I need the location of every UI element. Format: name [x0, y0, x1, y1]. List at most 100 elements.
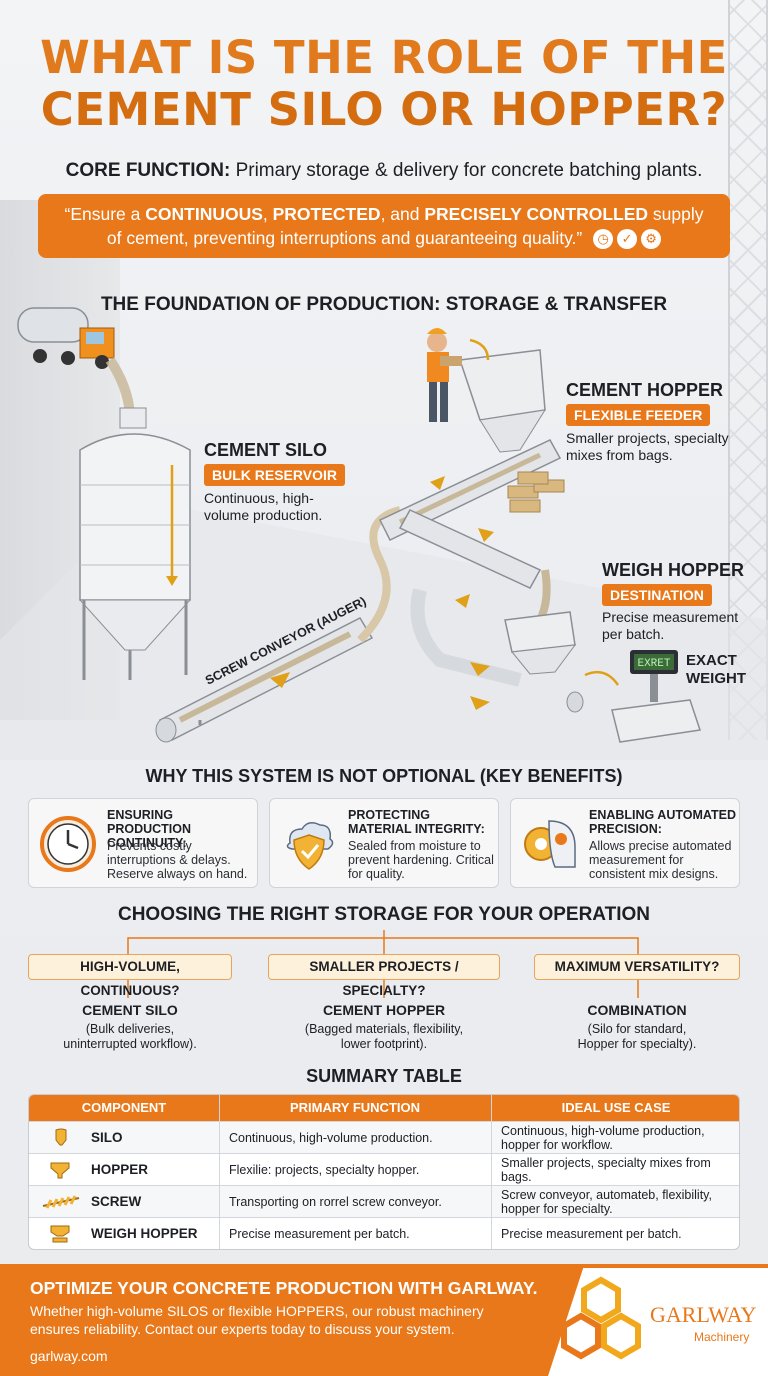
choice-question-2: SMALLER PROJECTS / SPECIALTY?	[268, 954, 500, 998]
quote-rest: supply of cement, preventing interruptio…	[106, 204, 704, 248]
table-cell-use: Precise measurement per batch.	[501, 1227, 682, 1241]
section-heading-benefits: WHY THIS SYSTEM IS NOT OPTIONAL (KEY BEN…	[145, 766, 623, 786]
digital-scale	[584, 650, 701, 743]
quote-word-controlled: PRECISELY CONTROLLED	[424, 204, 649, 224]
quote-banner: “Ensure a CONTINUOUS, PROTECTED, and PRE…	[38, 194, 730, 258]
table-cell-function: Continuous, high-volume production.	[229, 1131, 433, 1145]
choice-answer: COMBINATION	[587, 1002, 687, 1018]
section-heading-choose: CHOOSING THE RIGHT STORAGE FOR YOUR OPER…	[117, 904, 651, 925]
hopper-tag: FLEXIBLE FEEDER	[566, 404, 711, 426]
logo-subtitle: Machinery	[694, 1330, 750, 1344]
quote-sep-1: ,	[262, 204, 273, 224]
weigh-title: WEIGH HOPPER	[602, 560, 745, 580]
silo-title: CEMENT SILO	[204, 440, 328, 460]
garlway-logo-icon	[561, 1276, 641, 1360]
weigh-desc-2: per batch.	[602, 626, 665, 642]
footer-url-link[interactable]: garlway.com	[30, 1348, 108, 1364]
table-header-cell: IDEAL USE CASE	[561, 1100, 671, 1115]
choice-question-1: HIGH-VOLUME, CONTINUOUS?	[28, 954, 232, 998]
weigh-hopper-illustration	[470, 569, 584, 713]
quote-sep-2: , and	[380, 204, 425, 224]
core-function: CORE FUNCTION: Primary storage & deliver…	[0, 160, 768, 182]
table-cell-component: WEIGH HOPPER	[91, 1226, 198, 1241]
arrow-to-hopper	[469, 338, 490, 361]
gear-head-icon	[524, 820, 576, 868]
silo-illustration	[78, 407, 192, 680]
table-row: SILO Continuous, high-volume production.…	[29, 1121, 739, 1153]
choice-desc-1: (Bulk deliveries,	[85, 1022, 175, 1036]
hopper-desc-2: mixes from bags.	[566, 447, 673, 463]
choice-connectors	[127, 930, 639, 998]
quote-word-protected: PROTECTED	[272, 204, 381, 224]
table-cell-component: HOPPER	[91, 1162, 149, 1177]
choice-desc: (Bagged materials, flexibility,lower foo…	[268, 1022, 500, 1052]
choice-result-2: CEMENT HOPPER (Bagged materials, flexibi…	[268, 1002, 500, 1052]
choice-answer: CEMENT SILO	[82, 1002, 178, 1018]
quote-word-continuous: CONTINUOUS	[145, 204, 263, 224]
choice-answer: CEMENT HOPPER	[322, 1002, 446, 1018]
footer-desc: Whether high-volume SILOS or flexible HO…	[30, 1303, 484, 1337]
table-cell-component: SILO	[91, 1130, 123, 1145]
footer-title: OPTIMIZE YOUR CONCRETE PRODUCTION WITH G…	[30, 1278, 538, 1298]
cement-truck	[17, 307, 115, 369]
table-divider	[219, 1095, 220, 1249]
exact-2: WEIGHT	[686, 670, 746, 687]
footer-banner: OPTIMIZE YOUR CONCRETE PRODUCTION WITH G…	[0, 1264, 768, 1376]
choice-result-3: COMBINATION (Silo for standard,Hopper fo…	[534, 1002, 740, 1052]
choice-desc-2: uninterrupted workflow).	[63, 1037, 197, 1051]
benefit-title: PROTECTING MATERIAL INTEGRITY:	[348, 808, 485, 836]
benefit-desc: Prevents costly interruptions & delays. …	[107, 839, 248, 881]
summary-table: COMPONENT PRIMARY FUNCTION IDEAL USE CAS…	[28, 1094, 740, 1250]
silo-icon	[55, 1128, 67, 1146]
core-function-label: CORE FUNCTION:	[65, 160, 231, 181]
table-cell-use: Smaller projects, specialty mixes from b…	[501, 1156, 711, 1184]
table-cell-function: Transporting on rorrel screw conveyor.	[229, 1195, 442, 1209]
benefit-title: ENSURING PRODUCTION CONTINUITY:	[107, 808, 192, 850]
cloud-shield-icon	[286, 822, 334, 870]
section-heading-storage: THE FOUNDATION OF PRODUCTION: STORAGE & …	[100, 294, 668, 315]
table-header-cell: COMPONENT	[81, 1100, 167, 1115]
table-row: HOPPER Flexilie: projects, specialty hop…	[29, 1153, 739, 1185]
silo-desc: Continuous, high-volume production.	[204, 490, 354, 524]
table-row: SCREW Transporting on rorrel screw conve…	[29, 1185, 739, 1217]
logo-name: GARLWAY	[650, 1302, 757, 1327]
silo-desc-1: Continuous, high-	[204, 490, 314, 506]
choice-desc: (Silo for standard,Hopper for specialty)…	[534, 1022, 740, 1052]
quote-prefix: “Ensure a	[64, 204, 146, 224]
pipe-to-weigh	[410, 588, 522, 687]
hopper-illustration	[378, 349, 562, 589]
table-header-cell: PRIMARY FUNCTION	[290, 1100, 420, 1115]
silo-tag: BULK RESERVOIR	[204, 464, 345, 486]
quote-icons: ◷ ✓ ⚙	[593, 229, 662, 250]
benefit-card-precision: ENABLING AUTOMATED PRECISION: Allows pre…	[510, 798, 740, 888]
worker-illustration	[427, 328, 462, 422]
core-function-text: Primary storage & delivery for concrete …	[235, 160, 703, 181]
exact-1: EXACT	[686, 652, 737, 669]
scale-display: EXRET	[637, 658, 670, 670]
choice-question-3: MAXIMUM VERSATILITY?	[534, 954, 740, 980]
choice-result-1: CEMENT SILO (Bulk deliveries,uninterrupt…	[28, 1002, 232, 1052]
table-header: COMPONENT PRIMARY FUNCTION IDEAL USE CAS…	[29, 1095, 739, 1121]
choice-desc-2: Hopper for specialty).	[577, 1037, 697, 1051]
weigh-tag: DESTINATION	[602, 584, 712, 606]
clock-icon	[40, 816, 96, 872]
table-cell-use: Continuous, high-volume production, hopp…	[501, 1124, 705, 1152]
weigh-hopper-icon	[50, 1225, 70, 1243]
hopper-desc-1: Smaller projects, specialty	[566, 430, 729, 446]
benefit-desc: Allows precise automated measurement for…	[589, 839, 732, 881]
weigh-desc-1: Precise measurement	[602, 609, 739, 625]
table-cell-use: Screw conveyor, automateb, flexibility, …	[501, 1188, 712, 1216]
table-divider	[491, 1095, 492, 1249]
benefit-desc: Sealed from moisture to prevent hardenin…	[348, 839, 494, 881]
choice-desc-1: (Silo for standard,	[587, 1022, 687, 1036]
shield-icon: ✓	[617, 229, 638, 250]
table-cell-function: Precise measurement per batch.	[229, 1227, 410, 1241]
page-title: WHAT IS THE ROLE OF THE CEMENT SILO OR H…	[0, 32, 768, 136]
cement-bags	[507, 471, 565, 513]
title-line-2: CEMENT SILO OR HOPPER?	[40, 83, 728, 136]
choice-desc-2: lower footprint).	[340, 1037, 428, 1051]
title-line-1: WHAT IS THE ROLE OF THE	[40, 31, 728, 84]
